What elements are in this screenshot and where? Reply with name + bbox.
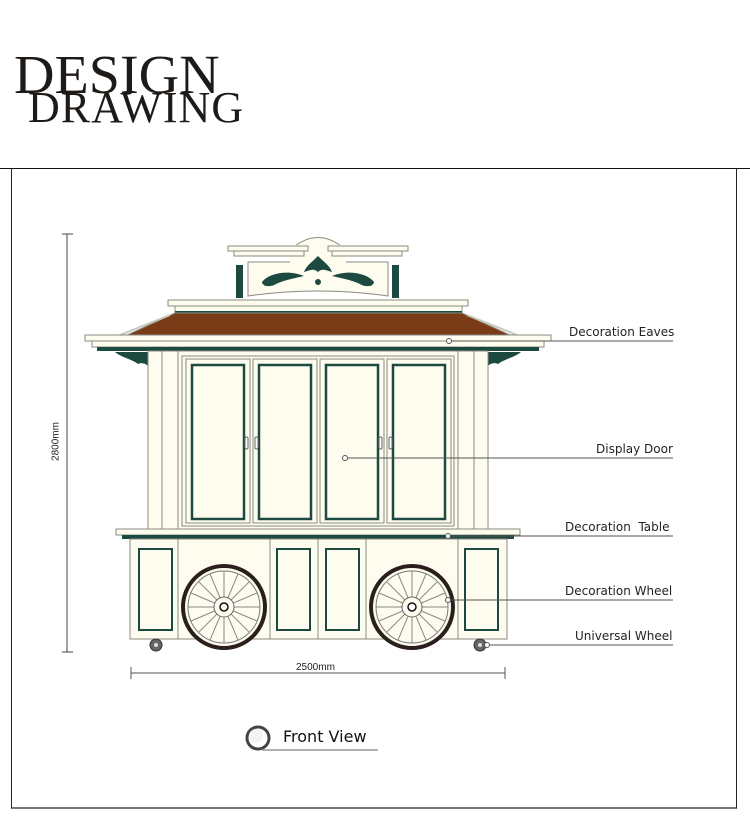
callout-decoration-wheel: Decoration Wheel	[565, 584, 673, 598]
right-bracket-icon	[478, 352, 521, 372]
ornament-icon	[262, 256, 374, 287]
roof	[126, 312, 511, 336]
callout-universal-wheel: Universal Wheel	[575, 629, 673, 643]
decoration-table	[115, 528, 521, 536]
drawing-frame	[11, 168, 737, 809]
universal-wheel-left	[149, 638, 163, 652]
left-bracket-icon	[115, 352, 158, 372]
width-dimension-line	[130, 667, 506, 679]
view-badge-icon	[245, 725, 378, 751]
height-dimension-label: 2800mm	[50, 422, 62, 461]
front-view-caption: Front View	[283, 727, 367, 746]
callout-display-door: Display Door	[596, 442, 673, 456]
decoration-wheel-left	[181, 564, 267, 650]
title-design: DESIGN	[14, 44, 220, 105]
callout-decoration-eaves: Decoration Eaves	[569, 325, 675, 339]
callout-decoration-table: Decoration Table	[565, 520, 670, 534]
callout-leaders	[342, 338, 673, 648]
height-dimension-line	[62, 233, 73, 653]
display-doors	[185, 358, 452, 524]
width-dimension-label: 2500mm	[296, 662, 335, 673]
sign-board	[227, 237, 409, 298]
universal-wheel-right	[473, 638, 487, 652]
decoration-eaves	[84, 334, 552, 342]
decoration-wheel-right	[369, 564, 455, 650]
title-drawing: DRAWING	[28, 83, 245, 132]
